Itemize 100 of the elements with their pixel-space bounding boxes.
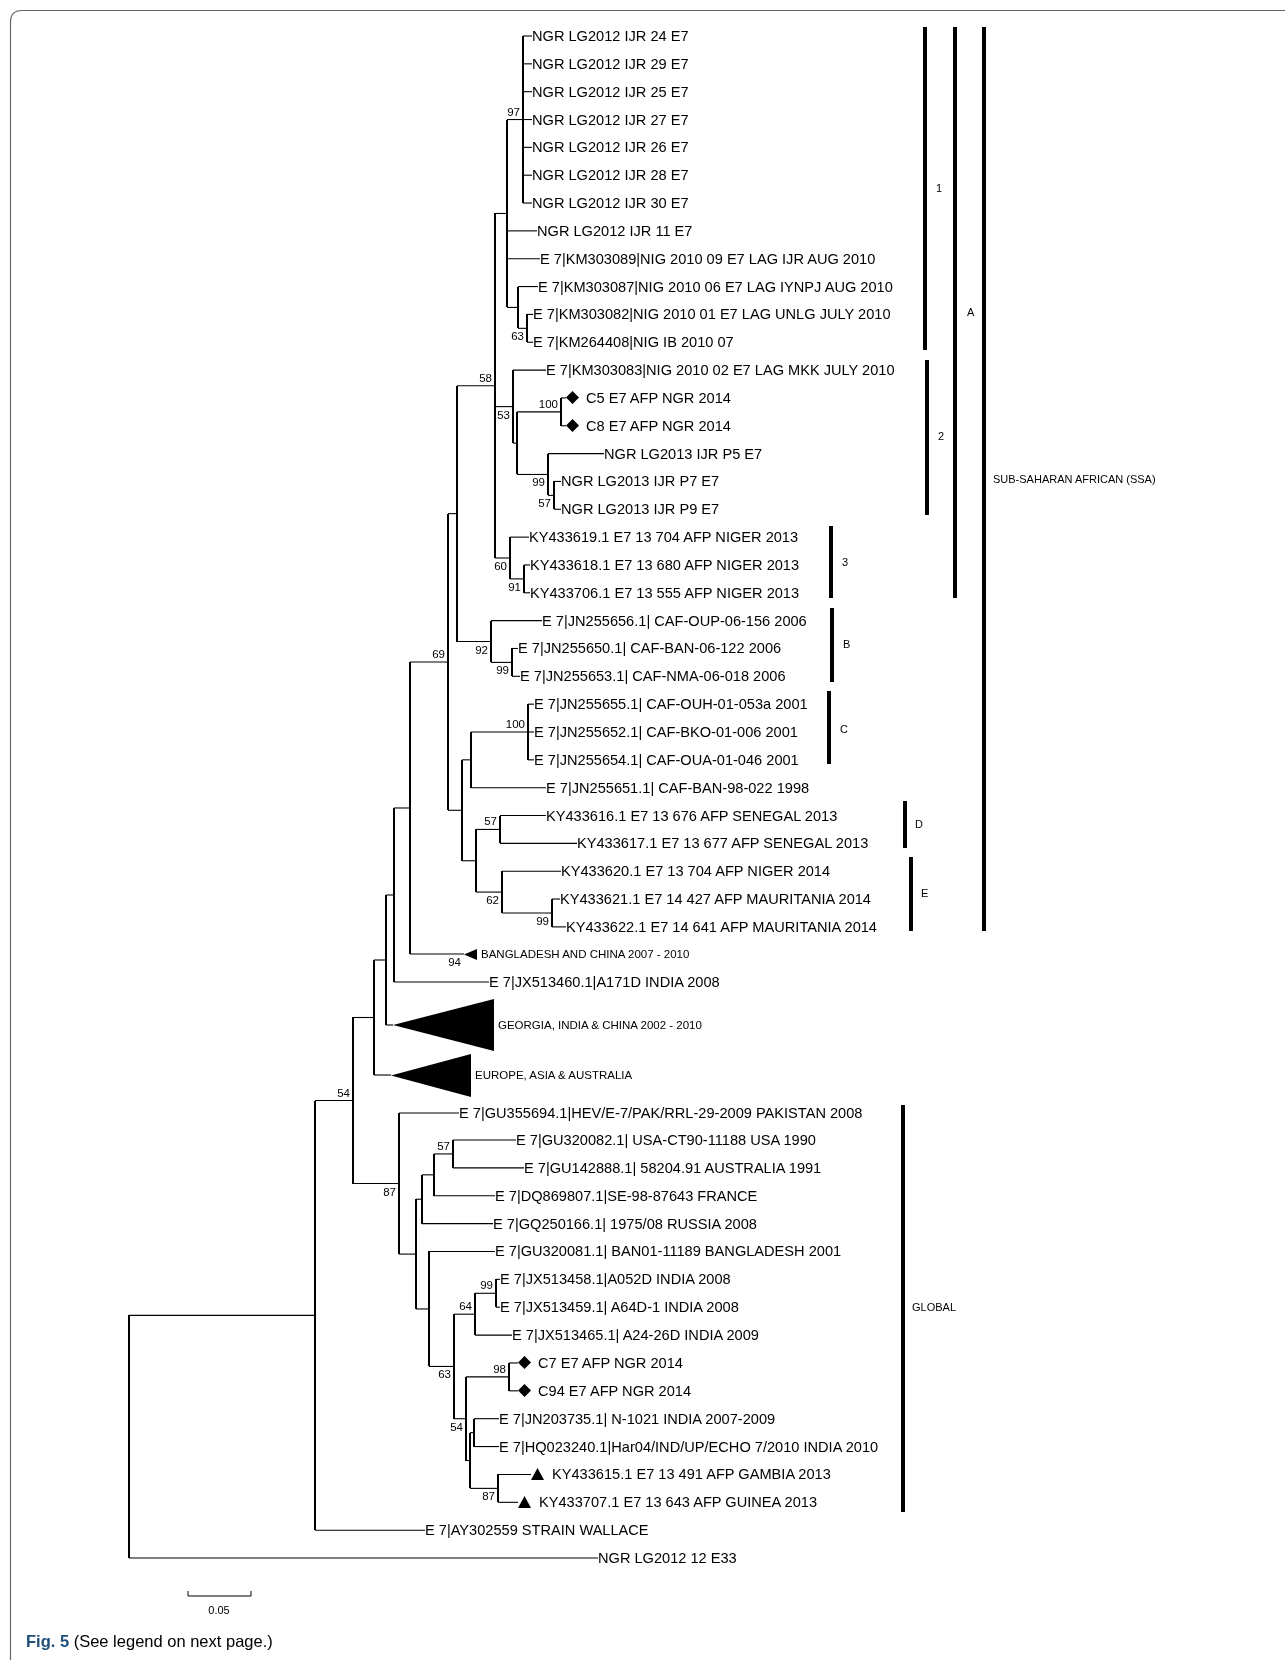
node-line [470, 732, 472, 788]
node-line [522, 36, 524, 204]
branch-line [398, 1253, 417, 1255]
taxon-label: E 7|GQ250166.1| 1975/08 RUSSIA 2008 [493, 1214, 757, 1233]
taxon-label: E 7|KM303089|NIG 2010 09 E7 LAG IJR AUG 2010 [540, 249, 876, 268]
branch-line [527, 731, 535, 733]
branch-line [506, 258, 541, 260]
taxon-label: NGR LG2012 IJR 29 E7 [532, 54, 689, 73]
branch-line [415, 1308, 430, 1310]
taxon-label: E 7|GU355694.1|HEV/E-7/PAK/RRL-29-2009 PAKISTAN 2008 [459, 1104, 863, 1122]
taxon-label: E 7|JN255654.1| CAF-OUA-01-046 2001 [534, 750, 799, 769]
branch-line [452, 1139, 517, 1141]
branch-line [523, 564, 531, 566]
node-line [393, 807, 395, 982]
node-line [474, 1293, 476, 1336]
taxon-label: KY433622.1 E7 14 641 AFP MAURITANIA 2014 [566, 917, 877, 936]
node-line [509, 537, 511, 579]
node-line [409, 661, 411, 954]
clade-label: EUROPE, ASIA & AUSTRALIA [475, 1068, 633, 1083]
node-line [456, 385, 458, 642]
branch-line [314, 1099, 354, 1102]
branch-line [497, 1501, 519, 1503]
branch-line [415, 1198, 423, 1200]
branch-line [516, 473, 549, 476]
node-line [517, 286, 519, 329]
taxon-label: KY433617.1 E7 13 677 AFP SENEGAL 2013 [577, 834, 869, 853]
taxon-label: C94 E7 AFP NGR 2014 [538, 1381, 692, 1400]
taxon-label: E 7|JN255656.1| CAF-OUP-06-156 2006 [542, 611, 807, 630]
bootstrap-value: 57 [538, 497, 551, 510]
branch-line [393, 807, 411, 809]
node-line [452, 1140, 454, 1168]
node-line [551, 899, 553, 927]
branch-line [547, 453, 605, 455]
branch-line [128, 1557, 599, 1559]
node-line [475, 829, 477, 893]
node-line [560, 397, 562, 426]
bootstrap-value: 63 [511, 330, 524, 343]
branch-line [497, 1473, 532, 1475]
clade-label: C [840, 722, 848, 736]
branch-line [474, 1292, 497, 1294]
node-line [433, 1153, 435, 1196]
bootstrap-value: 99 [480, 1279, 493, 1292]
branch-line [385, 894, 395, 896]
taxon-label: E 7|JX513460.1|A171D INDIA 2008 [489, 973, 720, 991]
branch-line [551, 926, 567, 928]
bootstrap-value: 99 [532, 476, 545, 489]
node-line [553, 481, 555, 510]
bootstrap-value: 87 [482, 1490, 495, 1503]
branch-line [456, 640, 492, 643]
branch-line [490, 661, 513, 663]
branch-line [409, 661, 449, 663]
branch-line [465, 1376, 510, 1378]
taxon-label: E 7|JN255652.1| CAF-BKO-01-006 2001 [534, 723, 798, 741]
node-line [494, 213, 496, 558]
clade-label: GLOBAL [912, 1300, 957, 1314]
bootstrap-value: 91 [508, 580, 521, 593]
branch-line [352, 1183, 400, 1185]
branch-line [470, 787, 547, 789]
node-line [497, 1474, 499, 1503]
node-line [469, 1432, 471, 1489]
bootstrap-value: 60 [494, 560, 507, 572]
bootstrap-value: 54 [450, 1420, 463, 1433]
clade-label: A [967, 305, 975, 319]
node-line [547, 453, 549, 496]
node-line [527, 704, 529, 760]
branch-line [398, 1112, 460, 1114]
taxon-label: NGR LG2013 IJR P5 E7 [604, 444, 763, 463]
clade-label: BANGLADESH AND CHINA 2007 - 2010 [481, 947, 690, 962]
taxon-label: E 7|JN255650.1| CAF-BAN-06-122 2006 [518, 639, 782, 658]
taxon-label: E 7|JN203735.1| N-1021 INDIA 2007-2009 [499, 1409, 776, 1428]
node-line [511, 648, 513, 677]
branch-line [428, 1365, 455, 1367]
branch-line [522, 35, 533, 37]
branch-line [517, 286, 539, 288]
node-line [501, 871, 503, 913]
branch-line [128, 1314, 316, 1316]
taxon-label: KY433616.1 E7 13 676 AFP SENEGAL 2013 [546, 806, 838, 825]
branch-line [352, 1016, 375, 1019]
taxon-label: E 7|JX513458.1|A052D INDIA 2008 [500, 1270, 731, 1289]
branch-line [511, 647, 519, 650]
taxon-label: C7 E7 AFP NGR 2014 [538, 1353, 683, 1372]
branch-line [527, 759, 535, 761]
taxon-label: NGR LG2012 IJR 11 E7 [537, 221, 693, 240]
taxon-label: C5 E7 AFP NGR 2014 [586, 388, 731, 407]
bootstrap-value: 99 [496, 664, 509, 677]
branch-line [433, 1153, 454, 1155]
branch-line [508, 1362, 519, 1364]
branch-line [473, 1446, 500, 1448]
taxon-label: KY433706.1 E7 13 555 AFP NIGER 2013 [530, 583, 800, 602]
node-line [495, 1279, 497, 1308]
branch-line [499, 814, 547, 817]
branch-line [560, 397, 567, 399]
scale-label: 0.05 [208, 1603, 230, 1617]
bootstrap-value: 94 [448, 956, 461, 968]
branch-line [475, 891, 503, 893]
bootstrap-value: 53 [497, 408, 510, 421]
branch-line [553, 480, 562, 482]
node-line [421, 1174, 423, 1224]
taxon-label: NGR LG2012 12 E33 [598, 1549, 737, 1568]
branch-line [526, 313, 534, 315]
